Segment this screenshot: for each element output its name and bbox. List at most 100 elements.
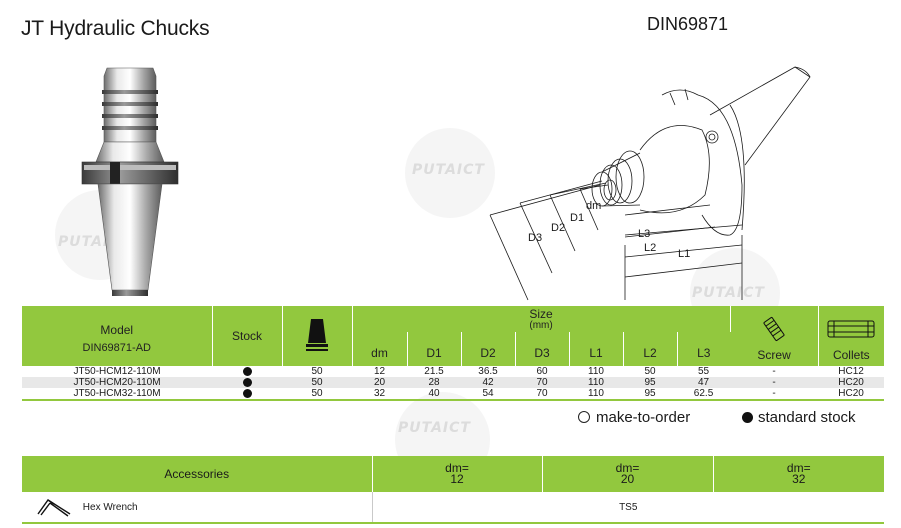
legend-standard-stock: standard stock <box>742 409 856 426</box>
accessory-col-label: dm= <box>615 461 640 475</box>
cell-collets: HC20 <box>818 388 885 401</box>
table-row: JT50-HCM20-110M 50 20 28 42 70 110 95 47… <box>22 377 885 388</box>
watermark-text: PUTAICT <box>692 285 765 301</box>
col-header-d2: D2 <box>461 332 516 366</box>
cell-l3: 55 <box>697 366 710 377</box>
accessory-item-name: Hex Wrench <box>82 501 138 513</box>
accessories-table: Accessories dm= 12 dm= 20 dm= 32 Hex Wre… <box>22 456 884 524</box>
taper-icon <box>306 318 328 351</box>
cell-stock <box>212 388 282 401</box>
table-row: JT50-HCM32-110M 50 32 40 54 70 110 95 62… <box>22 388 885 401</box>
cell-d1: 21.5 <box>424 366 444 377</box>
legend-make-to-order-label: make-to-order <box>596 409 691 426</box>
accessory-col-value: 20 <box>620 472 635 486</box>
cell-model: JT50-HCM32-110M <box>22 388 212 401</box>
cell-stock <box>212 377 282 388</box>
cell-dm: 20 <box>352 377 407 388</box>
cell-dm: 12 <box>373 366 386 377</box>
watermark-text: PUTAICT <box>412 162 485 178</box>
size-header: Size (mm) <box>352 306 731 332</box>
cell-taper: 50 <box>282 388 352 401</box>
page-title: JT Hydraulic Chucks <box>21 17 210 40</box>
cell-stock <box>212 366 282 377</box>
hex-wrench-icon <box>37 499 71 517</box>
cell-d3: 70 <box>515 377 569 388</box>
col-header-d1: D1 <box>407 332 462 366</box>
accessory-col-value: 32 <box>792 472 806 486</box>
cell-d2: 42 <box>461 377 515 388</box>
cell-d1: 28 <box>407 377 461 388</box>
col-header-dm: dm <box>352 332 408 366</box>
hollow-circle-icon <box>578 411 590 423</box>
standard-stock-bullet <box>242 388 252 398</box>
cell-l2: 50 <box>644 366 656 377</box>
spec-table: Model DIN69871-AD Stock Size (mm) <box>22 306 885 401</box>
cell-l1: 110 <box>569 388 623 401</box>
screw-label: Screw <box>757 348 791 362</box>
cell-model: JT50-HCM20-110M <box>22 377 212 388</box>
accessory-col-label: dm= <box>445 461 469 475</box>
chuck-product-image <box>81 67 179 296</box>
accessory-col-label: dm= <box>786 461 811 475</box>
size-unit: (mm) <box>529 320 553 331</box>
cell-l1: 110 <box>588 366 604 377</box>
table-row: JT50-HCM12-110M 50 12 21.5 36.5 60 110 5… <box>22 366 884 377</box>
drawing-label-d1: D1 <box>570 212 584 224</box>
cell-taper: 50 <box>311 366 323 377</box>
cell-dm: 32 <box>352 388 407 401</box>
cell-model: JT50-HCM12-110M <box>73 366 161 377</box>
cell-l2: 95 <box>623 377 677 388</box>
cell-taper: 50 <box>282 377 352 388</box>
cell-collets: HC20 <box>818 377 885 388</box>
accessory-item-value: TS5 <box>372 492 884 524</box>
drawing-label-d3: D3 <box>528 232 542 244</box>
screw-icon <box>763 317 785 341</box>
watermark-text: PUTAICT <box>398 420 471 436</box>
model-header-label: Model <box>100 323 134 337</box>
cell-l1: 110 <box>569 377 623 388</box>
drawing-label-d2: D2 <box>551 222 565 234</box>
cell-screw: - <box>730 377 819 388</box>
cell-l2: 95 <box>623 388 677 401</box>
col-header-l2: L2 <box>623 332 678 366</box>
cell-l3: 47 <box>677 377 731 388</box>
taper-icon-header <box>282 306 353 366</box>
standard-label: DIN69871 <box>647 14 729 34</box>
cell-d1: 40 <box>407 388 461 401</box>
cell-l3: 62.5 <box>677 388 731 401</box>
size-label: Size <box>529 307 553 321</box>
accessories-header: Accessories <box>22 456 373 492</box>
drawing-label-l2: L2 <box>644 242 656 254</box>
legend-make-to-order: make-to-order <box>578 409 690 426</box>
cell-d3: 70 <box>515 388 569 401</box>
accessory-col-dm32: dm= 32 <box>713 456 884 492</box>
collets-header: Collets <box>818 306 885 366</box>
drawing-label-l3: L3 <box>638 228 650 240</box>
cell-d2: 36.5 <box>478 366 498 377</box>
screw-header: Screw <box>730 306 819 366</box>
collets-label: Collets <box>832 348 870 362</box>
legend-standard-stock-label: standard stock <box>758 409 856 426</box>
standard-stock-bullet <box>242 366 252 376</box>
model-header-sub: DIN69871-AD <box>82 342 151 354</box>
col-header-l1: L1 <box>569 332 624 366</box>
watermark-circle <box>405 128 495 218</box>
solid-circle-icon <box>742 412 753 423</box>
drawing-label-l1: L1 <box>678 248 690 260</box>
standard-stock-bullet <box>242 377 252 387</box>
cell-collets: HC12 <box>838 366 864 377</box>
accessory-col-value: 12 <box>450 472 464 486</box>
model-header: Model DIN69871-AD <box>22 306 213 366</box>
col-header-d3: D3 <box>515 332 570 366</box>
col-header-l3: L3 <box>677 332 731 366</box>
dimension-drawing: D3 D2 D1 dm L3 L2 L1 <box>489 66 811 301</box>
cell-d3: 60 <box>536 366 548 377</box>
stock-header: Stock <box>212 306 283 366</box>
drawing-label-dm: dm <box>586 200 601 212</box>
collet-icon <box>827 320 875 338</box>
accessory-item-hex-wrench: Hex Wrench <box>22 492 373 524</box>
cell-screw: - <box>730 388 819 401</box>
accessory-col-dm12: dm= 12 <box>372 456 543 492</box>
cell-screw: - <box>772 366 776 377</box>
cell-d2: 54 <box>461 388 515 401</box>
